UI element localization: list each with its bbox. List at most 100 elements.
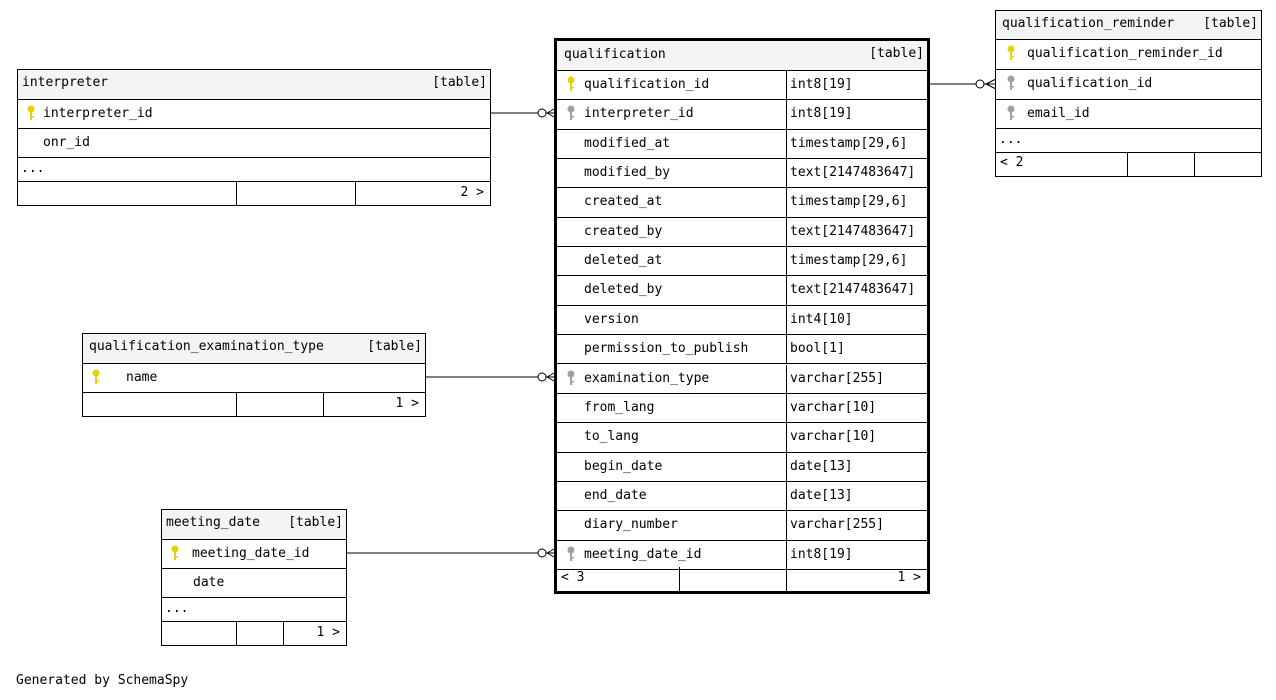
- column-type: timestamp[29,6]: [786, 247, 927, 276]
- column-type: text[2147483647]: [786, 217, 927, 247]
- column-name: examination_type: [584, 370, 710, 386]
- column-name: end_date: [584, 487, 647, 503]
- footer-cell: [236, 393, 323, 416]
- column-row: diary_number varchar[255]: [557, 511, 927, 541]
- column-name: date: [193, 575, 225, 590]
- column-name: from_lang: [584, 399, 655, 415]
- parents-link[interactable]: < 3: [557, 567, 679, 591]
- footer-cell: [83, 393, 236, 416]
- column-type: timestamp[29,6]: [786, 129, 927, 159]
- table-tag: [table]: [869, 46, 924, 61]
- primary-key-icon: [92, 369, 100, 384]
- column-name: qualification_reminder_id: [1027, 46, 1223, 61]
- children-link[interactable]: 1 >: [323, 393, 425, 416]
- foreign-key-icon: [567, 370, 575, 385]
- table-footer: < 2: [996, 152, 1261, 176]
- children-count[interactable]: 1 >: [316, 625, 340, 640]
- column-name: modified_by: [584, 165, 671, 181]
- schemaspy-credit[interactable]: Generated by SchemaSpy: [16, 673, 189, 688]
- column-type: text[2147483647]: [786, 276, 927, 305]
- table-name[interactable]: meeting_date: [166, 515, 260, 530]
- column-name: created_by: [584, 223, 663, 239]
- column-row: created_by text[2147483647]: [557, 217, 927, 248]
- column-name: meeting_date_id: [584, 546, 702, 562]
- children-count[interactable]: 2 >: [460, 185, 484, 200]
- foreign-key-icon: [567, 546, 575, 561]
- more-columns-row: ...: [162, 598, 346, 622]
- column-type: varchar[255]: [786, 364, 927, 393]
- table-name[interactable]: qualification: [564, 47, 666, 62]
- column-row: version int4[10]: [557, 305, 927, 336]
- table-footer: < 3 1 >: [557, 567, 927, 591]
- qualification-examination-type-table[interactable]: qualification_examination_type [table] n…: [82, 333, 426, 417]
- table-name[interactable]: qualification_reminder: [1002, 16, 1175, 31]
- table-tag: [table]: [367, 339, 422, 354]
- column-type: varchar[10]: [786, 393, 927, 423]
- column-name: version: [584, 311, 639, 327]
- column-row: created_at timestamp[29,6]: [557, 188, 927, 218]
- column-name: name: [126, 370, 158, 385]
- qualification-examination-type-header[interactable]: qualification_examination_type [table]: [83, 334, 425, 364]
- more-columns-row: ...: [996, 129, 1261, 153]
- children-link[interactable]: 2 >: [355, 182, 490, 205]
- column-name: permission_to_publish: [584, 341, 749, 357]
- qualification-reminder-table[interactable]: qualification_reminder [table] qualifica…: [995, 10, 1262, 177]
- primary-key-icon: [27, 105, 35, 120]
- foreign-key-icon: [1007, 75, 1015, 90]
- meeting-date-header[interactable]: meeting_date [table]: [162, 510, 346, 540]
- ellipsis: ...: [165, 601, 189, 616]
- meeting-date-table[interactable]: meeting_date [table] meeting_date_id dat…: [161, 509, 347, 646]
- column-name: deleted_at: [584, 253, 663, 269]
- column-type: timestamp[29,6]: [786, 188, 927, 217]
- column-type: int8[19]: [786, 540, 927, 569]
- parents-count[interactable]: < 2: [1000, 155, 1024, 170]
- column-row: modified_by text[2147483647]: [557, 159, 927, 189]
- qualification-reminder-header[interactable]: qualification_reminder [table]: [996, 11, 1261, 40]
- column-type: varchar[255]: [786, 511, 927, 540]
- column-name: diary_number: [584, 517, 678, 533]
- children-link[interactable]: 1 >: [283, 622, 346, 645]
- column-row: examination_type varchar[255]: [557, 364, 927, 394]
- column-name: created_at: [584, 194, 663, 210]
- column-type: int8[19]: [786, 100, 927, 129]
- column-type: text[2147483647]: [786, 159, 927, 188]
- footer-cell: [162, 622, 236, 645]
- column-type: int4[10]: [786, 305, 927, 335]
- children-count[interactable]: 1 >: [897, 570, 921, 585]
- column-row: deleted_at timestamp[29,6]: [557, 247, 927, 277]
- column-name: begin_date: [584, 458, 663, 474]
- qualification-header[interactable]: qualification [table]: [557, 41, 927, 71]
- column-name: qualification_id: [584, 77, 710, 92]
- column-row: interpreter_id: [18, 100, 490, 129]
- primary-key-icon: [1007, 45, 1015, 60]
- foreign-key-icon: [567, 105, 575, 121]
- parents-link[interactable]: < 2: [996, 152, 1127, 176]
- column-row: email_id: [996, 100, 1261, 129]
- column-name: qualification_id: [1027, 76, 1153, 91]
- column-name: to_lang: [584, 429, 639, 445]
- table-footer: 1 >: [83, 393, 425, 416]
- children-count[interactable]: 1 >: [395, 396, 419, 411]
- column-row: meeting_date_id: [162, 540, 346, 569]
- interpreter-table[interactable]: interpreter [table] interpreter_id onr_i…: [17, 69, 491, 206]
- table-name[interactable]: interpreter: [22, 75, 109, 90]
- column-name: interpreter_id: [43, 106, 153, 121]
- column-type: int8[19]: [786, 71, 927, 100]
- table-footer: 2 >: [18, 182, 490, 205]
- table-footer: 1 >: [162, 622, 346, 645]
- primary-key-icon: [567, 76, 575, 91]
- parents-count[interactable]: < 3: [561, 570, 585, 585]
- more-columns-row: ...: [18, 158, 490, 182]
- interpreter-header[interactable]: interpreter [table]: [18, 70, 490, 100]
- table-name[interactable]: qualification_examination_type: [89, 339, 324, 354]
- table-tag: [table]: [288, 515, 343, 530]
- column-row: name: [83, 364, 425, 393]
- children-link[interactable]: 1 >: [786, 567, 927, 591]
